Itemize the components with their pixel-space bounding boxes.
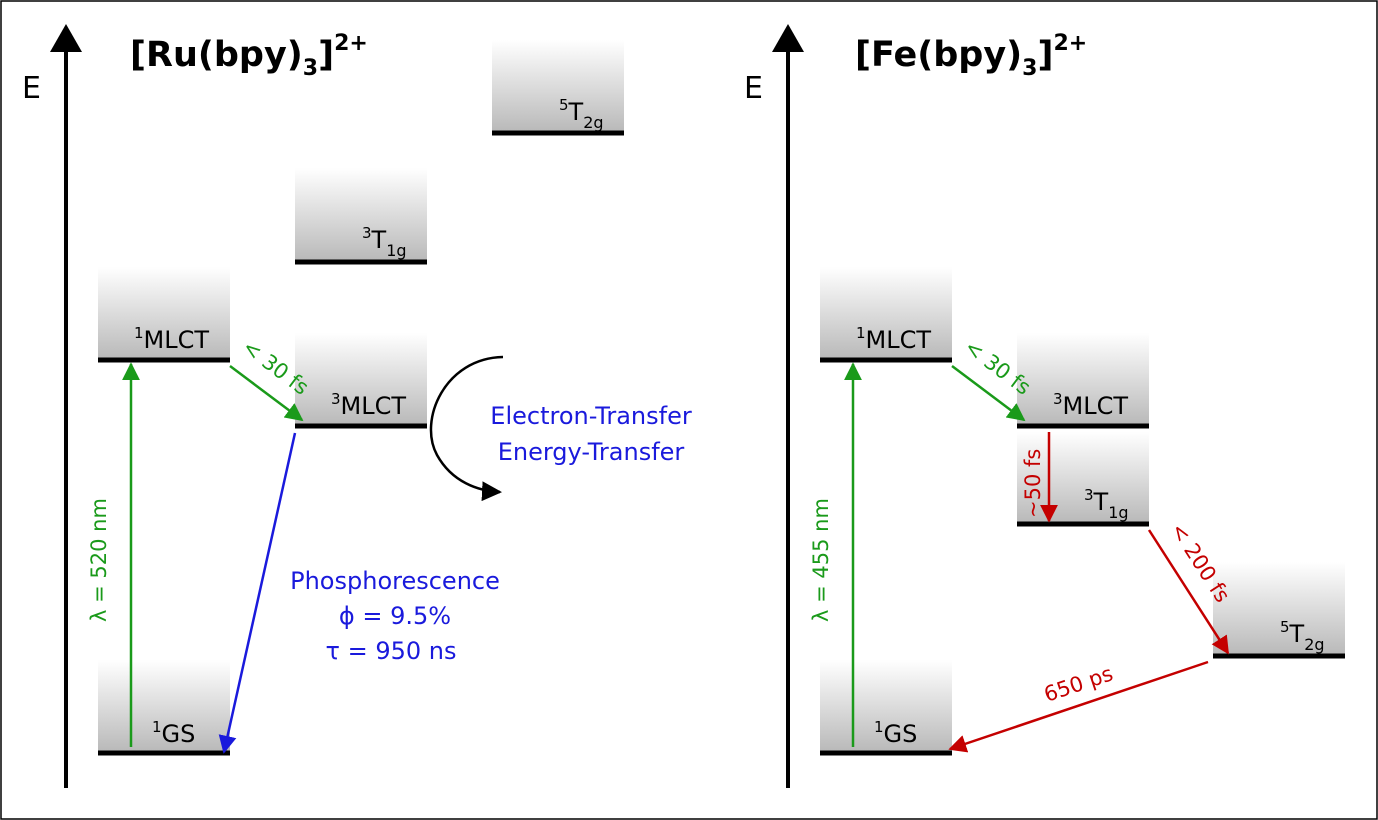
ru-axis-label: E [22, 71, 41, 106]
fe-level-5t2g: 5T2g [1213, 562, 1345, 659]
ru-transfer-curved-arrow [429, 355, 504, 502]
ru-phosphorescence-title: Phosphorescence [290, 567, 500, 595]
fe-title: [Fe(bpy)3]2+ [855, 31, 1087, 81]
fe-level-1mlct: 1MLCT [820, 267, 952, 363]
ru-excitation-label: λ = 520 nm [87, 498, 111, 622]
ru-5t2g-label: 5T2g [559, 96, 604, 132]
fe-isc-arrow [951, 365, 1026, 422]
ru-panel: E [Ru(bpy)3]2+ 1GS 1MLCT 3MLCT 3T1g 5T2 [22, 24, 692, 788]
fe-gs-label: 1GS [874, 718, 917, 748]
ru-phosphorescence-arrow [218, 432, 297, 754]
fe-panel: E [Fe(bpy)3]2+ 1GS 1MLCT 3MLCT 3T1g 5T2 [744, 24, 1345, 788]
ru-axis-arrowhead [50, 24, 82, 52]
fe-5t2g-label: 5T2g [1280, 618, 1325, 654]
ru-3t1g-label: 3T1g [362, 224, 407, 260]
fe-axis-label: E [744, 71, 763, 106]
ru-1mlct-label: 1MLCT [134, 324, 209, 354]
ru-energy-transfer-label: Energy-Transfer [498, 438, 685, 466]
ru-level-3mlct: 3MLCT [295, 333, 427, 429]
fe-1mlct-label: 1MLCT [856, 324, 931, 354]
ru-level-3t1g: 3T1g [295, 168, 427, 265]
fe-mlct-to-t1g-label: ~50 fs [1021, 449, 1045, 518]
fe-level-3t1g: 3T1g [1017, 432, 1149, 527]
ru-lifetime: τ = 950 ns [326, 637, 457, 665]
fe-t2g-to-gs-label: 650 ps [1041, 661, 1116, 706]
fe-3mlct-label: 3MLCT [1053, 390, 1128, 420]
fe-t1g-to-t2g-arrow [1147, 529, 1230, 655]
fe-level-3mlct: 3MLCT [1017, 333, 1149, 429]
fe-excitation-label: λ = 455 nm [809, 498, 833, 622]
ru-gs-label: 1GS [152, 718, 195, 748]
ru-level-5t2g: 5T2g [492, 40, 624, 136]
ru-electron-transfer-label: Electron-Transfer [490, 402, 692, 430]
fe-3t1g-label: 3T1g [1084, 486, 1129, 522]
ru-quantum-yield: ϕ = 9.5% [339, 602, 451, 630]
ru-isc-arrow [229, 365, 304, 422]
ru-level-1mlct: 1MLCT [98, 267, 230, 363]
fe-t2g-to-gs-arrow [948, 660, 1209, 753]
fe-level-gs: 1GS [820, 660, 952, 756]
fe-axis-arrowhead [772, 24, 804, 52]
ru-level-gs: 1GS [98, 660, 230, 756]
ru-3mlct-label: 3MLCT [331, 390, 406, 420]
ru-title: [Ru(bpy)3]2+ [130, 31, 368, 81]
